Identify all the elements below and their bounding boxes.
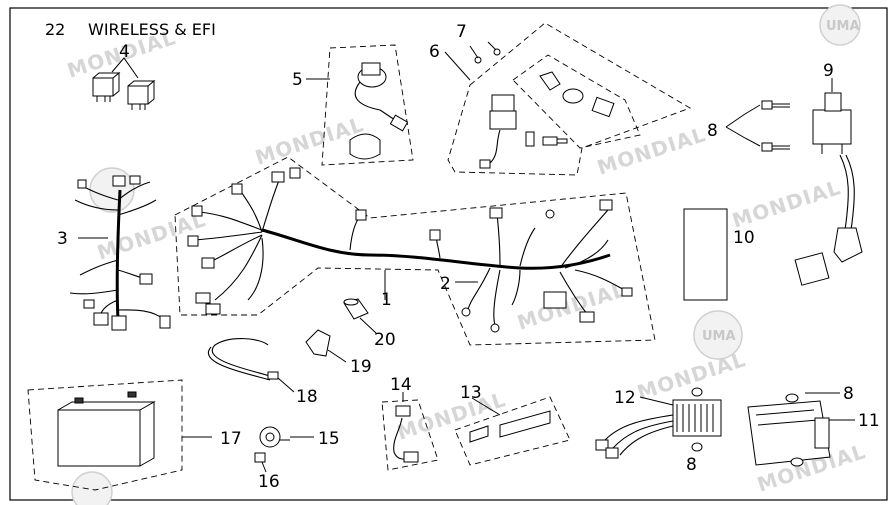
callout-8-bottom: 8 (686, 455, 697, 475)
cable-part-18 (207, 338, 295, 393)
front-wiring-harness (69, 175, 171, 331)
svg-text:MONDIAL: MONDIAL (514, 277, 629, 335)
callout-19: 19 (350, 357, 372, 377)
callout-12: 12 (614, 388, 636, 408)
svg-text:UMA: UMA (702, 329, 736, 344)
diagram-number: 22 (45, 20, 65, 39)
connector-part-20 (343, 298, 377, 334)
bolt-part (725, 100, 790, 152)
uma-logo-icon (89, 167, 135, 213)
callout-10: 10 (733, 228, 755, 248)
diagram-title: WIRELESS & EFI (88, 20, 216, 39)
callout-15: 15 (318, 429, 340, 449)
uma-logo-icon (71, 471, 113, 505)
sensor-cable-part-14 (381, 392, 439, 471)
callout-14: 14 (390, 375, 412, 395)
bracket-part-19 (305, 329, 347, 363)
diagram-frame (9, 7, 888, 501)
callout-8-top: 8 (707, 121, 718, 141)
callout-20: 20 (374, 330, 396, 350)
nut-part-16 (254, 452, 267, 473)
svg-text:MONDIAL: MONDIAL (634, 347, 749, 405)
callout-1: 1 (381, 290, 392, 310)
watermarks: MONDIAL MONDIAL MONDIAL MONDIAL MONDIAL … (64, 4, 869, 505)
svg-text:MONDIAL: MONDIAL (394, 387, 509, 445)
callout-17: 17 (220, 429, 242, 449)
callout-4: 4 (119, 42, 130, 62)
relay-part (92, 57, 156, 110)
callout-11: 11 (858, 411, 880, 431)
uma-logo-icon (819, 4, 861, 46)
svg-text:MONDIAL: MONDIAL (594, 122, 709, 180)
horn-part (259, 426, 314, 448)
callout-9: 9 (823, 61, 834, 81)
callout-18: 18 (296, 387, 318, 407)
callout-13: 13 (460, 383, 482, 403)
control-unit-part (747, 392, 855, 467)
part-10-box (683, 208, 728, 301)
ignition-lock-set (444, 22, 692, 176)
callout-8-right: 8 (843, 384, 854, 404)
main-wiring-harness (174, 156, 656, 346)
uma-logo-icon (693, 310, 743, 360)
callout-2: 2 (440, 274, 451, 294)
speed-sensor-part (306, 44, 414, 166)
callout-7: 7 (456, 22, 467, 42)
callout-5: 5 (292, 70, 303, 90)
svg-text:UMA: UMA (826, 19, 860, 34)
battery-part (27, 379, 212, 491)
svg-text:MONDIAL: MONDIAL (729, 175, 844, 233)
callout-16: 16 (258, 472, 280, 492)
ecu-part (454, 396, 571, 466)
regulator-part (595, 387, 722, 459)
callout-3: 3 (57, 229, 68, 249)
ignition-coil-part (794, 78, 863, 286)
callout-6: 6 (429, 42, 440, 62)
